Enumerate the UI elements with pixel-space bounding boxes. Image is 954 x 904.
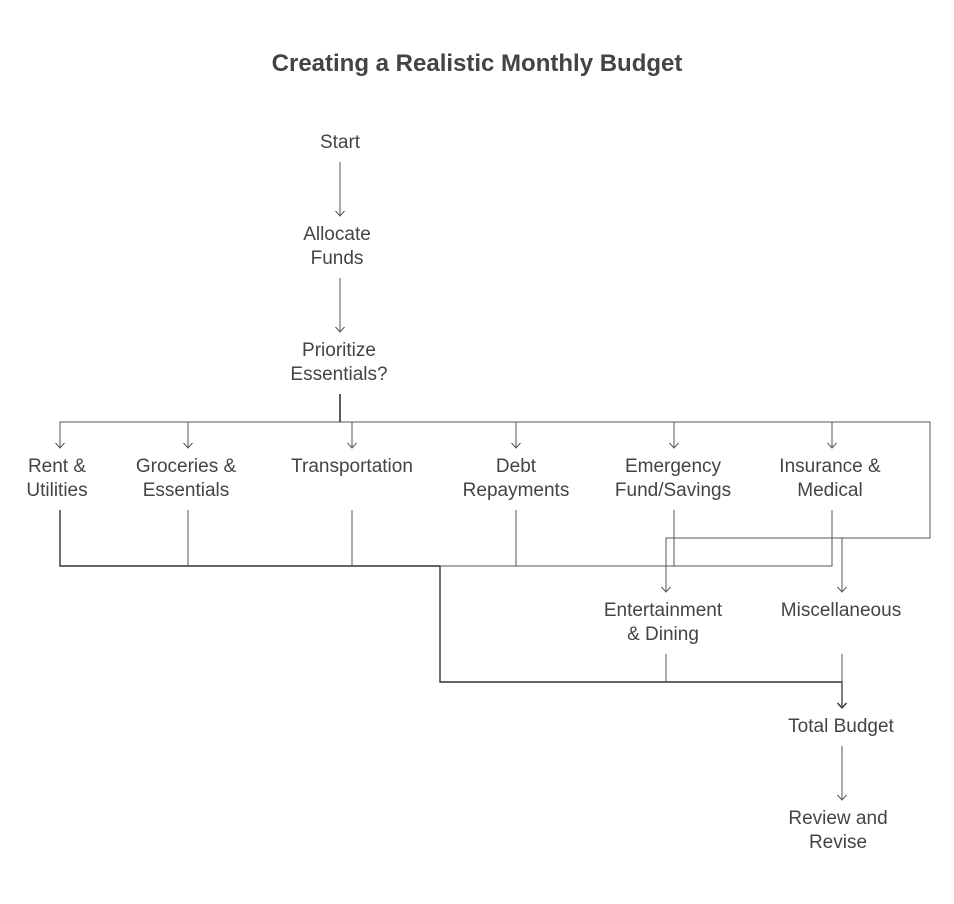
edge-prioritize-to-debt [340, 421, 517, 448]
node-rent-utilities: Rent &Utilities [26, 456, 88, 501]
edge-insurance-to-total [674, 510, 833, 567]
node-entertainment-dining: Entertainment& Dining [603, 600, 723, 645]
arrowhead-prioritize-to-rent [55, 442, 65, 449]
arrowhead-prioritize-to-groceries [183, 442, 193, 449]
edge-prioritize-to-misc [841, 537, 930, 592]
arrowhead-prioritize-to-emergency [669, 442, 679, 449]
node-insurance-medical: Insurance &Medical [779, 456, 881, 501]
arrowhead-total-to-review [837, 794, 847, 801]
edge-rent-to-total [59, 510, 843, 708]
edge-layer [55, 162, 931, 801]
node-groceries-essentials: Groceries &Essentials [135, 456, 237, 501]
diagram-title: Creating a Realistic Monthly Budget [271, 50, 683, 77]
node-start: Start [319, 132, 361, 153]
edge-emergency-to-total [440, 510, 675, 567]
edge-prioritize-to-insurance [340, 421, 833, 448]
arrowhead-prioritize-to-debt [511, 442, 521, 449]
arrowhead-prioritize-to-misc [837, 586, 847, 593]
edge-prioritize-to-rent [59, 394, 341, 448]
arrowhead-prioritize-to-insurance [827, 442, 837, 449]
node-total-budget: Total Budget [788, 716, 894, 737]
edge-prioritize-to-emergency [340, 421, 675, 448]
arrowhead-prioritize-to-transportation [347, 442, 357, 449]
edge-prioritize-to-transportation [340, 421, 353, 448]
arrowhead-start-to-allocate [335, 210, 345, 217]
node-transportation: Transportation [291, 456, 413, 477]
arrowhead-prioritize-to-entertainment [661, 586, 671, 593]
arrowhead-allocate-to-prioritize [335, 326, 345, 333]
edge-prioritize-to-groceries [187, 421, 340, 448]
node-miscellaneous: Miscellaneous [780, 600, 902, 621]
